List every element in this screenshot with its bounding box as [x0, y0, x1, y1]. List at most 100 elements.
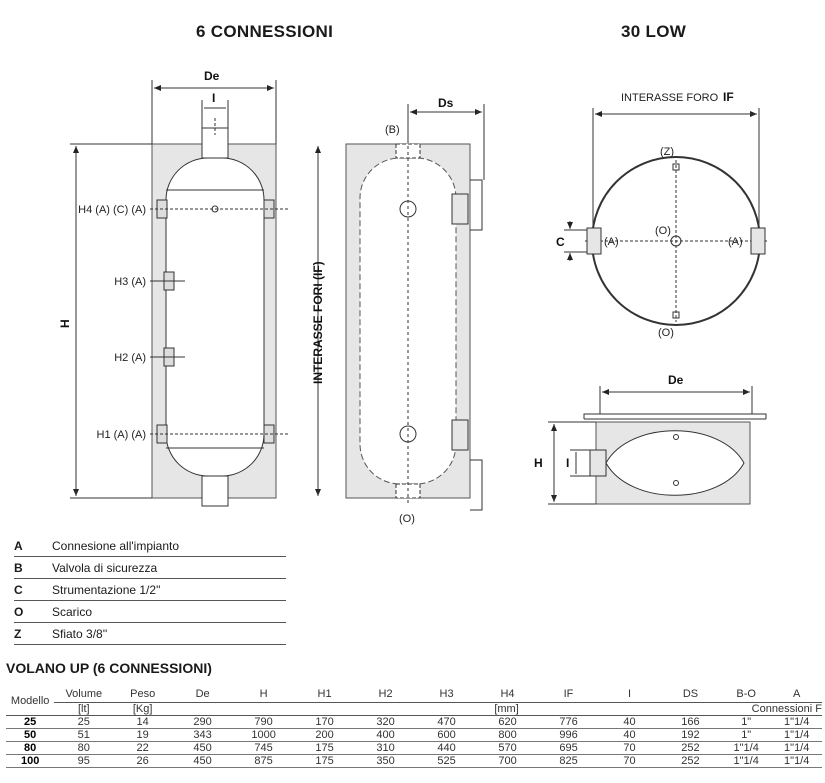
legend-key: Z [14, 626, 22, 641]
table-cell: 776 [538, 715, 599, 729]
col-bo: B-O [720, 686, 772, 703]
table-cell: 1"1/4 [771, 754, 822, 768]
cell-model: 25 [6, 715, 55, 729]
dim-i-low-label: I [566, 456, 569, 470]
legend-key: B [14, 560, 23, 575]
legend-text: Connesione all'impianto [52, 538, 180, 553]
col-h1: H1 [294, 686, 356, 703]
table-cell: 1" [720, 715, 772, 729]
dim-ds-label: Ds [438, 96, 454, 110]
dim-if-label: INTERASSE FORI (IF) [311, 261, 325, 384]
title-30-low: 30 LOW [621, 22, 687, 41]
legend-key: O [14, 604, 24, 619]
label-if: IF [723, 90, 734, 104]
table-cell: 695 [538, 741, 599, 755]
table-cell: 343 [172, 728, 234, 742]
label-h1: H1 (A) (A) [97, 429, 147, 441]
table-cell: 70 [599, 754, 660, 768]
label-o-center: (O) [655, 225, 671, 237]
table-cell: 175 [294, 741, 356, 755]
table-cell: 600 [416, 728, 478, 742]
table-title: VOLANO UP (6 CONNESSIONI) [6, 660, 212, 676]
table-cell: 310 [355, 741, 417, 755]
table-cell: 200 [294, 728, 356, 742]
dim-h-label: H [58, 319, 72, 328]
spec-table: Modello Volume Peso De H H1 H2 H3 H4 IF … [6, 686, 822, 768]
label-a-left: (A) [604, 236, 619, 248]
label-h4: H4 (A) (C) (A) [78, 204, 146, 216]
table-cell: 14 [113, 715, 173, 729]
table-cell: 40 [599, 728, 660, 742]
top-view [564, 108, 767, 326]
legend-key: A [14, 538, 23, 553]
table-cell: 95 [54, 754, 114, 768]
table-header-row: Modello Volume Peso De H H1 H2 H3 H4 IF … [6, 686, 822, 716]
table-cell: 570 [477, 741, 539, 755]
table-cell: 875 [233, 754, 295, 768]
table-cell: 51 [54, 728, 114, 742]
table-cell: 22 [113, 741, 173, 755]
legend-row: C Strumentazione 1/2" [14, 579, 286, 601]
table-cell: 290 [172, 715, 234, 729]
table-cell: 1"1/4 [771, 741, 822, 755]
table-cell: 440 [416, 741, 478, 755]
label-h2: H2 (A) [114, 352, 146, 364]
legend-text: Strumentazione 1/2" [52, 582, 161, 597]
table-cell: 450 [172, 754, 234, 768]
table-cell: 40 [599, 715, 660, 729]
technical-drawing: De I H INTERASSE FORI (IF) H4 (A) (C) (A… [58, 69, 767, 525]
col-peso: Peso [113, 686, 173, 703]
label-o-bottom: (O) [658, 327, 674, 339]
col-h4: H4 [477, 686, 539, 703]
table-cell: 26 [113, 754, 173, 768]
dim-i-label: I [212, 91, 215, 105]
dim-de-label: De [204, 69, 220, 83]
side-view [345, 104, 485, 511]
col-a: A [771, 686, 822, 703]
dim-c-label: C [556, 235, 565, 249]
table-cell: 19 [113, 728, 173, 742]
table-cell: 825 [538, 754, 599, 768]
table-cell: 70 [599, 741, 660, 755]
table-cell: 1"1/4 [720, 754, 772, 768]
table-cell: 350 [355, 754, 417, 768]
dim-de-low-label: De [668, 373, 684, 387]
table-cell: 166 [659, 715, 721, 729]
cell-model: 100 [6, 754, 55, 768]
table-cell: 25 [54, 715, 114, 729]
label-interasse-foro: INTERASSE FORO [621, 92, 719, 104]
table-cell: 252 [659, 754, 721, 768]
table-cell: 996 [538, 728, 599, 742]
table-cell: 525 [416, 754, 478, 768]
table-cell: 320 [355, 715, 417, 729]
cell-model: 50 [6, 728, 55, 742]
label-z: (Z) [660, 146, 674, 158]
table-units-row: [lt] [Kg] [mm] Connessioni F [6, 702, 822, 716]
table-cell: 450 [172, 741, 234, 755]
table-cell: 790 [233, 715, 295, 729]
table-cell: 620 [477, 715, 539, 729]
col-h2: H2 [355, 686, 417, 703]
table-cell: 192 [659, 728, 721, 742]
cell-model: 80 [6, 741, 55, 755]
col-volume: Volume [54, 686, 114, 703]
table-cell: 1" [720, 728, 772, 742]
unit-peso: [Kg] [113, 702, 173, 716]
legend-row: A Connesione all'impianto [14, 535, 286, 557]
legend-key: C [14, 582, 23, 597]
unit-volume: [lt] [54, 702, 114, 716]
unit-mm: [mm] [172, 702, 721, 716]
col-if: IF [538, 686, 599, 703]
table-cell: 700 [477, 754, 539, 768]
label-h3: H3 (A) [114, 276, 146, 288]
table-cell: 745 [233, 741, 295, 755]
table-cell: 1"1/4 [771, 715, 822, 729]
table-cell: 1000 [233, 728, 295, 742]
title-6-connessioni: 6 CONNESSIONI [196, 22, 334, 41]
low-side-view [548, 386, 767, 505]
